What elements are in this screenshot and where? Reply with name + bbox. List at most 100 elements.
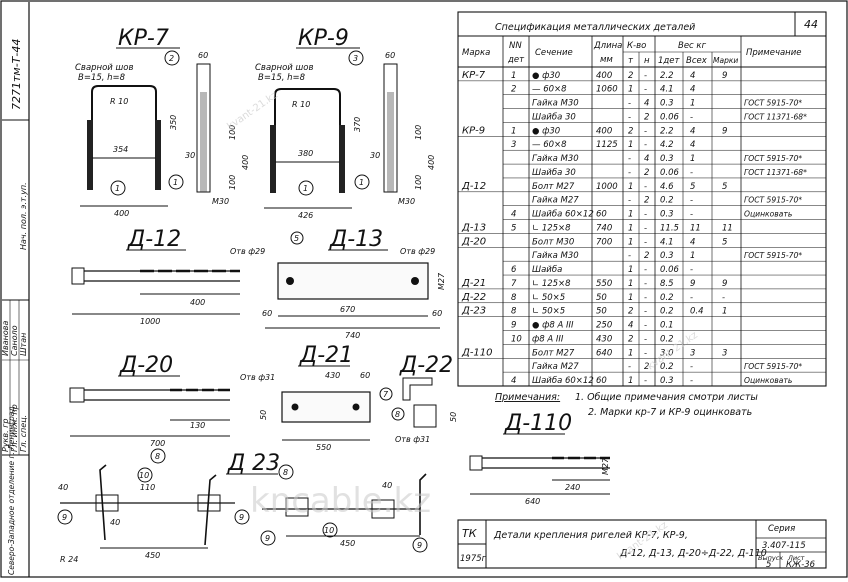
cell-sech: Шайба 30 bbox=[532, 112, 576, 122]
cell-v1: 0.2 bbox=[660, 293, 674, 303]
svg-text:9: 9 bbox=[239, 513, 244, 522]
d110-m27: М27 bbox=[601, 457, 610, 475]
cell-vm: 9 bbox=[722, 279, 727, 289]
cell-v1: 4.1 bbox=[660, 237, 674, 247]
cell-sech: ∟ 125×8 bbox=[532, 279, 571, 289]
cell-dl: 400 bbox=[596, 126, 612, 136]
kr9-380: 380 bbox=[298, 149, 313, 158]
cell-dl: 60 bbox=[596, 376, 607, 386]
cell-v1: 0.2 bbox=[660, 362, 674, 372]
kr9-m30: М30 bbox=[398, 197, 415, 206]
kr7-60: 60 bbox=[198, 51, 208, 60]
cell-nn: 1 bbox=[511, 71, 516, 81]
cell-nn: 8 bbox=[511, 293, 517, 303]
d22-title: Д-22 bbox=[399, 353, 453, 378]
cell-marka: КР-7 bbox=[462, 70, 486, 81]
col-ves: Вес кг bbox=[678, 41, 707, 51]
cell-n: - bbox=[644, 126, 647, 136]
cell-n: - bbox=[644, 334, 647, 344]
d23-title: Д 23 bbox=[227, 451, 280, 476]
d13-hole2: Отв ф29 bbox=[400, 247, 435, 256]
cell-dl: 1060 bbox=[596, 85, 618, 95]
cell-n: 2 bbox=[644, 112, 649, 122]
stamp-name-2: Саноло bbox=[10, 325, 19, 356]
cell-vs: 0.4 bbox=[690, 307, 704, 317]
kr7-100b: 100 bbox=[228, 175, 237, 190]
col-ves1: 1дет bbox=[658, 56, 681, 66]
kr7-weld: Сварной шов bbox=[75, 63, 134, 73]
cell-n: - bbox=[644, 307, 647, 317]
cell-t: - bbox=[628, 112, 631, 122]
cell-marka: Д-12 bbox=[461, 181, 486, 192]
cell-t: 2 bbox=[628, 307, 633, 317]
spec-title: Спецификация металлических деталей bbox=[495, 22, 695, 33]
tb-desc1: Детали крепления ригелей КР-7, КР-9, bbox=[493, 530, 688, 541]
cell-vs: - bbox=[690, 196, 693, 206]
col-marka: Марка bbox=[462, 48, 490, 58]
cell-v1: 0.06 bbox=[660, 265, 680, 275]
d20-130: 130 bbox=[190, 421, 205, 430]
cell-t: 1 bbox=[628, 223, 633, 233]
d12-400: 400 bbox=[190, 298, 205, 307]
cell-v1: 0.1 bbox=[660, 321, 674, 331]
cell-v1: 0.2 bbox=[660, 307, 674, 317]
cell-vs: 1 bbox=[690, 154, 695, 164]
tb-list: КЖ-36 bbox=[786, 560, 816, 570]
cell-dl: 430 bbox=[596, 334, 612, 344]
col-t: т bbox=[628, 56, 634, 66]
cell-v1: 8.5 bbox=[660, 279, 674, 289]
cell-vs: - bbox=[690, 168, 693, 178]
kr9-426: 426 bbox=[298, 211, 313, 220]
cell-marka: Д-110 bbox=[461, 347, 493, 358]
cell-v1: 4.2 bbox=[660, 140, 674, 150]
cell-nn: 4 bbox=[511, 210, 516, 220]
page-number: 44 bbox=[804, 18, 818, 31]
col-nn: NN bbox=[509, 41, 522, 51]
cell-nn: 6 bbox=[511, 265, 517, 275]
cell-v1: 0.06 bbox=[660, 112, 680, 122]
cell-vm: 9 bbox=[722, 126, 727, 136]
cell-pr: ГОСТ 5915-70* bbox=[744, 196, 802, 205]
col-sechenie: Сечение bbox=[535, 48, 573, 58]
cell-vs: 1 bbox=[690, 99, 695, 109]
cell-n: 2 bbox=[644, 362, 649, 372]
d21-50: 50 bbox=[259, 410, 268, 420]
kr9-100a: 100 bbox=[414, 125, 423, 140]
cell-n: - bbox=[644, 237, 647, 247]
d23-r24: R 24 bbox=[60, 555, 78, 564]
kr9-400v: 400 bbox=[427, 155, 436, 170]
d13-60b: 60 bbox=[432, 309, 442, 318]
d21-title: Д-21 bbox=[299, 343, 353, 368]
cell-sech: Гайка М30 bbox=[532, 154, 579, 164]
svg-text:8: 8 bbox=[395, 410, 400, 419]
cell-t: 1 bbox=[628, 376, 633, 386]
tb-vyp-lbl: Выпуск bbox=[758, 554, 783, 562]
cell-sech: Болт М27 bbox=[532, 182, 575, 192]
d12-1000: 1000 bbox=[140, 317, 160, 326]
cell-n: 2 bbox=[644, 168, 649, 178]
cell-sech: Гайка М27 bbox=[532, 362, 579, 372]
stamp-row-3: Гл. спец. bbox=[19, 415, 28, 452]
drawing-d13: Д-13 Отв ф29 Отв ф29 5 М27 60 670 60 740 bbox=[230, 227, 446, 340]
svg-text:10: 10 bbox=[139, 471, 149, 480]
cell-pr: Оцинковать bbox=[744, 210, 792, 219]
svg-text:9: 9 bbox=[62, 513, 67, 522]
cell-vm: 1 bbox=[722, 307, 727, 317]
cell-vs: 11 bbox=[690, 223, 701, 233]
cell-n: - bbox=[644, 279, 647, 289]
tb-list-lbl: Лист bbox=[787, 554, 805, 562]
cell-sech: ∟ 50×5 bbox=[532, 293, 565, 303]
cell-v1: 0.2 bbox=[660, 334, 674, 344]
cell-v1: 2.2 bbox=[660, 126, 674, 136]
cell-vm: 5 bbox=[722, 237, 727, 247]
svg-text:9: 9 bbox=[417, 541, 422, 550]
cell-vs: 1 bbox=[690, 251, 695, 261]
cell-vs: 4 bbox=[690, 85, 695, 95]
title-block: ТК 1975г Детали крепления ригелей КР-7, … bbox=[457, 519, 827, 570]
cell-t: - bbox=[628, 154, 631, 164]
cell-v1: 0.3 bbox=[660, 210, 674, 220]
cell-v1: 2.2 bbox=[660, 71, 674, 81]
cell-nn: 8 bbox=[511, 307, 517, 317]
